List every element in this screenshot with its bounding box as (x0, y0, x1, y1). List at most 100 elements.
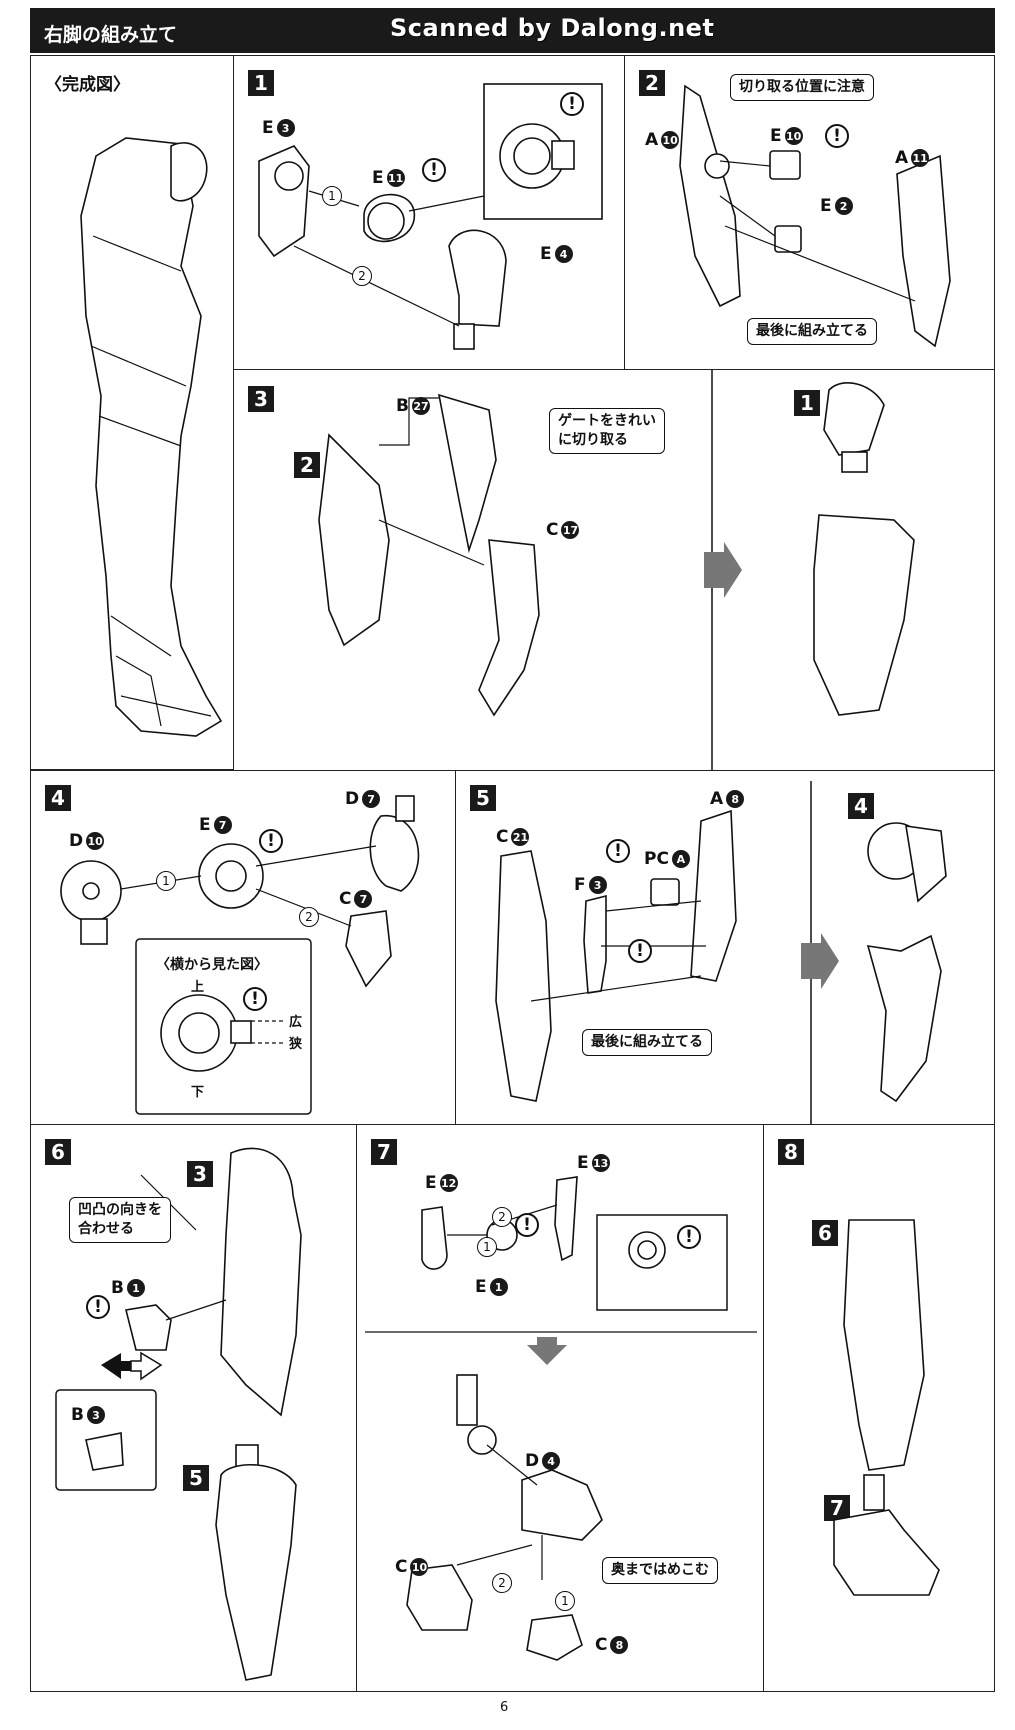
part-number-badge: 27 (411, 397, 430, 415)
overview-panel: 〈完成図〉 (30, 55, 234, 770)
step-6-illustration (55, 1147, 302, 1681)
part-number-badge: 1 (489, 1278, 508, 1296)
warning-icon: ! (628, 939, 652, 963)
step-order-marker: 1 (555, 1591, 575, 1611)
step-8-illustration (833, 1219, 940, 1596)
part-number-badge: 11 (911, 149, 930, 167)
part-number-badge: 7 (362, 790, 381, 808)
part-number-badge: 17 (561, 521, 580, 539)
width-label: 狭 (289, 1037, 303, 1052)
direction-label: 上 (191, 980, 205, 995)
step-number: 4 (45, 785, 71, 811)
part-number-badge: 13 (591, 1154, 610, 1172)
step-order-marker: 1 (156, 871, 176, 891)
part-number-badge: 12 (439, 1174, 458, 1192)
step-order-marker: 2 (492, 1573, 512, 1593)
part-number-badge: 3 (276, 119, 295, 137)
step-4-illustration (60, 795, 420, 1115)
note-callout: 最後に組み立てる (582, 1029, 712, 1056)
part-number-badge: 4 (554, 245, 573, 263)
sub-assembly-number: 4 (848, 793, 874, 819)
step-order-marker: 2 (352, 266, 372, 286)
step-order-marker: 2 (492, 1207, 512, 1227)
step-7-illustration (365, 1176, 757, 1661)
step-order-marker: 2 (299, 907, 319, 927)
step-number: 6 (45, 1139, 71, 1165)
step-number: 8 (778, 1139, 804, 1165)
sub-assembly-number: 7 (824, 1495, 850, 1521)
step-number: 1 (248, 70, 274, 96)
sub-assembly-number: 3 (187, 1161, 213, 1187)
warning-icon: ! (560, 92, 584, 116)
note-callout: 奥まではめこむ (602, 1557, 718, 1584)
step-3-illustration (318, 370, 915, 770)
step-1-illustration (258, 83, 603, 350)
step-number: 2 (639, 70, 665, 96)
warning-icon: ! (422, 158, 446, 182)
part-number-badge: 10 (784, 127, 803, 145)
section-title: 右脚の組み立て (44, 24, 178, 46)
warning-icon: ! (259, 829, 283, 853)
warning-icon: ! (825, 124, 849, 148)
note-callout: 凹凸の向きを 合わせる (69, 1197, 171, 1243)
step-5-illustration (495, 781, 947, 1124)
note-callout: 最後に組み立てる (747, 318, 877, 345)
part-number-badge: 4 (542, 1452, 561, 1470)
note-callout: 切り取る位置に注意 (730, 74, 874, 101)
scan-credit: Scanned by Dalong.net (390, 14, 715, 42)
step-number: 7 (371, 1139, 397, 1165)
part-number-badge: A (671, 850, 690, 868)
sub-assembly-number: 2 (294, 452, 320, 478)
part-number-badge: 21 (511, 828, 530, 846)
sub-assembly-number: 5 (183, 1465, 209, 1491)
step-2-illustration (679, 84, 951, 348)
part-number-badge: 10 (410, 1558, 429, 1576)
warning-icon: ! (515, 1213, 539, 1237)
step-order-marker: 1 (322, 186, 342, 206)
warning-icon: ! (606, 839, 630, 863)
part-number-badge: 7 (354, 890, 373, 908)
part-number-badge: 8 (726, 790, 745, 808)
part-number-badge: 2 (834, 197, 853, 215)
part-number-badge: 8 (610, 1636, 629, 1654)
page-number: 6 (500, 1700, 509, 1715)
part-number-badge: 10 (661, 131, 680, 149)
note-callout: ゲートをきれい に切り取る (549, 408, 665, 454)
step-order-marker: 1 (477, 1237, 497, 1257)
part-number-badge: 3 (86, 1406, 105, 1424)
warning-icon: ! (243, 987, 267, 1011)
part-number-badge: 1 (126, 1279, 145, 1297)
sub-assembly-number: 6 (812, 1220, 838, 1246)
page-header: 右脚の組み立て Scanned by Dalong.net (30, 8, 995, 53)
direction-label: 下 (191, 1085, 205, 1100)
step-number: 3 (248, 386, 274, 412)
part-number-badge: 11 (386, 169, 405, 187)
step-number: 5 (470, 785, 496, 811)
